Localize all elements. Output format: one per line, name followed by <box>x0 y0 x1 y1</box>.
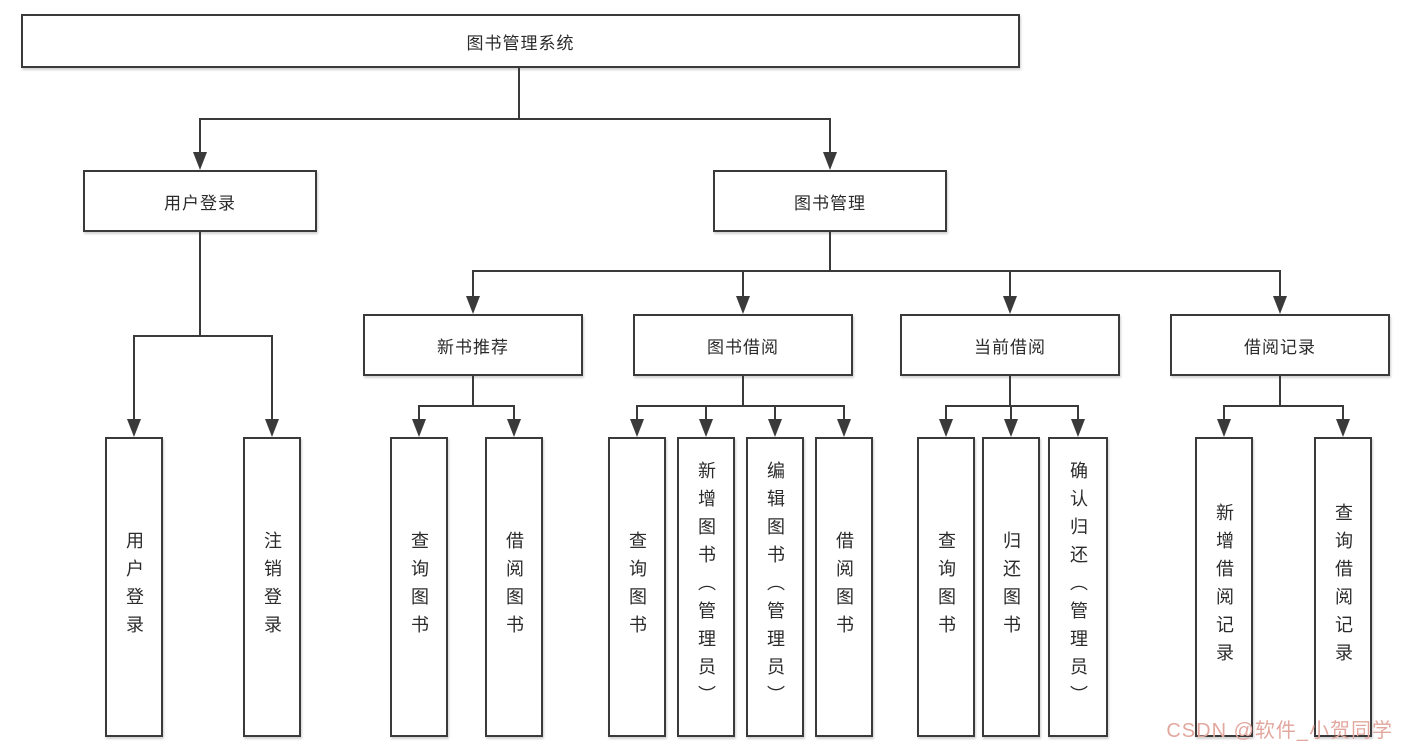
node-user-login-label: 用户登录 <box>164 193 236 213</box>
arrow-down-icon <box>507 405 521 437</box>
node-leaf-newbooks-borrow: 借阅图书 <box>485 437 543 737</box>
node-cat-borrow-records: 借阅记录 <box>1170 314 1390 376</box>
arrow-down-icon <box>1273 270 1287 314</box>
arrow-down-icon <box>768 405 782 437</box>
node-leaf-borrow-query-label: 查询图书 <box>627 531 647 643</box>
node-cat-borrow-records-label: 借阅记录 <box>1244 337 1316 357</box>
node-leaf-newbooks-query: 查询图书 <box>390 437 448 737</box>
node-book-mgmt-label: 图书管理 <box>794 193 866 213</box>
node-leaf-logout: 注销登录 <box>243 437 301 737</box>
node-leaf-records-add-label: 新增借阅记录 <box>1214 503 1234 671</box>
node-leaf-borrow-query: 查询图书 <box>608 437 666 737</box>
arrow-down-icon <box>412 405 426 437</box>
node-leaf-records-add: 新增借阅记录 <box>1195 437 1253 737</box>
arrow-down-icon <box>736 270 750 314</box>
arrow-down-icon <box>699 405 713 437</box>
node-leaf-user-login-label: 用户登录 <box>124 531 144 643</box>
node-leaf-borrow-edit-label: 编辑图书（管理员） <box>765 461 785 713</box>
node-leaf-borrow-borrow-label: 借阅图书 <box>834 531 854 643</box>
watermark: CSDN @软件_小贺同学 <box>1166 720 1393 742</box>
connector-stem-user-login <box>199 232 201 336</box>
node-cat-book-borrow: 图书借阅 <box>633 314 853 376</box>
node-leaf-current-return: 归还图书 <box>982 437 1040 737</box>
node-book-mgmt: 图书管理 <box>713 170 947 232</box>
node-leaf-borrow-edit: 编辑图书（管理员） <box>746 437 804 737</box>
node-leaf-records-query-label: 查询借阅记录 <box>1333 503 1353 671</box>
node-cat-current-borrow-label: 当前借阅 <box>974 337 1046 357</box>
connector-stem-new-books <box>472 376 474 406</box>
arrow-down-icon <box>1217 405 1231 437</box>
arrow-down-icon <box>127 335 141 437</box>
arrow-down-icon <box>1336 405 1350 437</box>
node-leaf-borrow-add-label: 新增图书（管理员） <box>696 461 716 713</box>
connector-stem-book-borrow <box>742 376 744 406</box>
connector-stem-root <box>518 68 520 119</box>
node-leaf-user-login: 用户登录 <box>105 437 163 737</box>
node-leaf-logout-label: 注销登录 <box>262 531 282 643</box>
connector-bar-user-leaves <box>133 335 273 337</box>
arrow-down-icon <box>823 118 837 170</box>
node-root-label: 图书管理系统 <box>466 33 575 53</box>
arrow-down-icon <box>1003 270 1017 314</box>
node-leaf-current-query: 查询图书 <box>917 437 975 737</box>
node-leaf-borrow-borrow: 借阅图书 <box>815 437 873 737</box>
node-leaf-records-query: 查询借阅记录 <box>1314 437 1372 737</box>
node-cat-current-borrow: 当前借阅 <box>900 314 1120 376</box>
node-leaf-newbooks-borrow-label: 借阅图书 <box>504 531 524 643</box>
arrow-down-icon <box>837 405 851 437</box>
connector-bar-newbooks-leaves <box>418 405 515 407</box>
node-leaf-current-confirm-label: 确认归还（管理员） <box>1068 461 1088 713</box>
node-leaf-newbooks-query-label: 查询图书 <box>409 531 429 643</box>
node-cat-new-books-label: 新书推荐 <box>437 337 509 357</box>
node-leaf-current-query-label: 查询图书 <box>936 531 956 643</box>
arrow-down-icon <box>466 270 480 314</box>
arrow-down-icon <box>1004 405 1018 437</box>
connector-bar-borrow-leaves <box>636 405 845 407</box>
connector-stem-borrow-records <box>1279 376 1281 406</box>
connector-bar-level2 <box>199 118 831 120</box>
arrow-down-icon <box>265 335 279 437</box>
arrow-down-icon <box>193 118 207 170</box>
arrow-down-icon <box>939 405 953 437</box>
node-user-login: 用户登录 <box>83 170 317 232</box>
node-leaf-borrow-add: 新增图书（管理员） <box>677 437 735 737</box>
node-leaf-current-confirm: 确认归还（管理员） <box>1048 437 1108 737</box>
connector-stem-current-borrow <box>1009 376 1011 406</box>
arrow-down-icon <box>630 405 644 437</box>
node-cat-book-borrow-label: 图书借阅 <box>707 337 779 357</box>
node-leaf-current-return-label: 归还图书 <box>1001 531 1021 643</box>
connector-stem-book-mgmt <box>829 232 831 271</box>
connector-bar-categories <box>472 270 1281 272</box>
node-root: 图书管理系统 <box>21 14 1020 68</box>
connector-bar-records-leaves <box>1223 405 1344 407</box>
node-cat-new-books: 新书推荐 <box>363 314 583 376</box>
arrow-down-icon <box>1071 405 1085 437</box>
